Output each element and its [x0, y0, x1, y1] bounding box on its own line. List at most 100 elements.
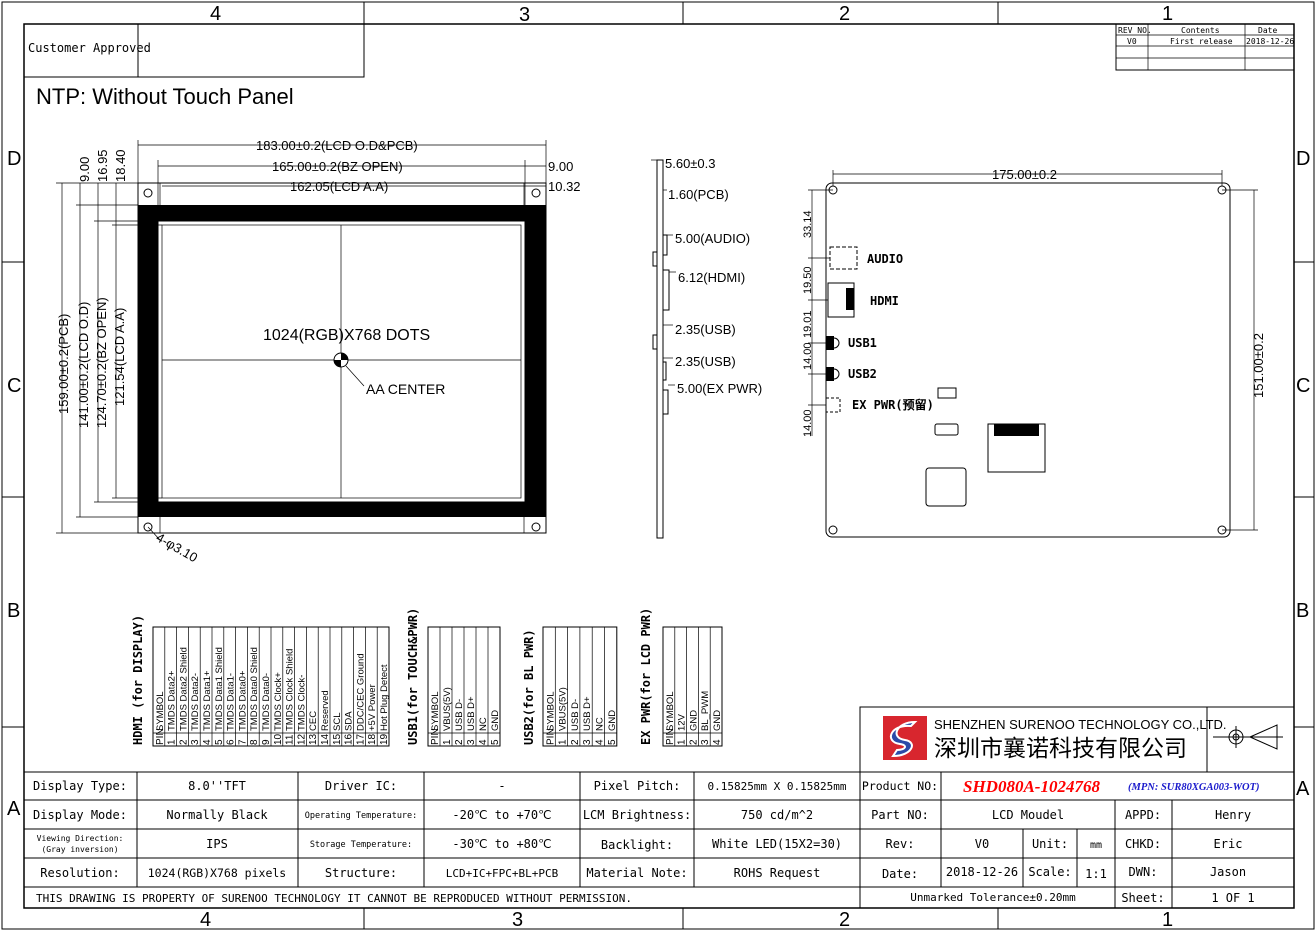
pin-number: 11: [285, 734, 296, 745]
front-view: 1024(RGB)X768 DOTS AA CENTER 183.00±0.2(…: [56, 138, 581, 565]
gray-inversion-label: (Gray inversion): [41, 845, 118, 854]
brightness-label: LCM Brightness:: [583, 808, 691, 822]
rev-label: Rev:: [886, 837, 915, 851]
pin-number: 13: [308, 733, 319, 745]
pin-symbol: VBUS(5V): [558, 687, 569, 731]
pin-number: 12: [296, 733, 307, 745]
pin-number: 15: [332, 733, 343, 745]
pin-symbol: GND: [607, 710, 618, 731]
pin-symbol: TMDS Clock-: [296, 675, 307, 731]
pin-symbol: Reserved: [320, 690, 331, 731]
pin-symbol: USB D-: [454, 699, 465, 731]
pin-symbol: SYMBOL: [545, 691, 556, 731]
zone-row: D: [1296, 148, 1310, 170]
pin-symbol: TMDS Data1 Shield: [214, 647, 225, 731]
rev-header: REV NO.: [1118, 26, 1152, 35]
pin-symbol: TMDS Clock Shield: [285, 649, 296, 731]
company-logo: [883, 716, 927, 760]
pin-symbol: Hot Plug Detect: [379, 664, 390, 731]
appd-value: Henry: [1215, 808, 1251, 822]
product-no-label: Product NO:: [862, 779, 938, 793]
side-view: 5.60±0.3 1.60(PCB) 5.00(AUDIO) 6.12(HDMI…: [651, 156, 762, 539]
back-dim-v4: 14.00: [802, 342, 814, 370]
zone-labels: 4 3 2 1 4 3 2 1 D C B A D C B A: [7, 3, 1310, 931]
driver-ic-value: -: [498, 779, 505, 793]
sheet-value: 1 OF 1: [1211, 891, 1254, 905]
pin-number: 6: [226, 739, 237, 745]
usb2-connector-label: USB2: [848, 367, 877, 381]
dim-top-1: 9.00: [77, 157, 92, 182]
rev-header: Date: [1258, 26, 1277, 35]
pin-symbol: 12V: [677, 713, 688, 731]
pin-symbol: TMDS Data2-: [190, 673, 201, 731]
zone-row: C: [1296, 375, 1310, 397]
pin-number: 5: [490, 739, 501, 745]
pin-number: 4: [202, 739, 213, 745]
operating-temp-value: -20℃ to +70℃: [452, 808, 551, 822]
structure-value: LCD+IC+FPC+BL+PCB: [446, 867, 559, 880]
pin-symbol: TMDS Data1-: [226, 673, 237, 731]
dim-height-active-area: 121.54(LCD A.A): [112, 308, 127, 406]
back-dim-width: 175.00±0.2: [992, 167, 1057, 182]
pin-number: PIN: [665, 728, 676, 745]
tolerance-note: Unmarked Tolerance±0.20mm: [910, 891, 1076, 904]
dim-right-2: 10.32: [548, 179, 581, 194]
rev-header: Contents: [1181, 26, 1220, 35]
zone-row: A: [1296, 778, 1310, 800]
product-no-value: SHD080A-1024768: [963, 777, 1100, 796]
pin-number: 10: [273, 733, 284, 745]
pin-symbol: GND: [688, 710, 699, 731]
display-type-label: Display Type:: [33, 779, 127, 793]
back-dim-height: 151.00±0.2: [1251, 333, 1266, 398]
dwn-value: Jason: [1210, 865, 1246, 879]
pin-number: 2: [570, 739, 581, 745]
scale-label: Scale:: [1028, 865, 1071, 879]
dim-top-2: 16.95: [95, 149, 110, 182]
display-mode-value: Normally Black: [166, 808, 268, 822]
expwr-connector-label: EX PWR(预留): [852, 397, 934, 412]
dim-width-pcb: 183.00±0.2(LCD O.D&PCB): [256, 138, 418, 153]
back-view: 175.00±0.2 151.00±0.2 33.14 19.50 19.01 …: [802, 167, 1266, 538]
pin-table-title: USB1(for TOUCH&PWR): [406, 608, 420, 745]
pin-number: 19: [379, 733, 390, 745]
pin-number: 14: [320, 733, 331, 745]
dwn-label: DWN:: [1129, 865, 1158, 879]
zone-row: B: [7, 600, 20, 622]
pin-table-title: HDMI (for DISPLAY): [131, 615, 145, 745]
pin-number: 1: [677, 739, 688, 745]
pin-number: 3: [700, 739, 711, 745]
pin-symbol: TMDS Clock+: [273, 672, 284, 731]
pin-table-title: EX PWR(for LCD PWR): [639, 608, 653, 745]
side-dim-usb1: 2.35(USB): [675, 322, 736, 337]
pin-symbol: NC: [478, 717, 489, 731]
date-value: 2018-12-26: [946, 865, 1018, 879]
zone-col: 4: [200, 909, 211, 931]
pin-number: PIN: [430, 728, 441, 745]
back-dim-v3: 19.01: [802, 310, 814, 338]
mounting-holes-label: 4-φ3.10: [154, 530, 201, 566]
zone-row: A: [7, 798, 21, 820]
pin-number: 2: [178, 739, 189, 745]
pin-table-frame: [662, 626, 723, 747]
viewing-direction-value: IPS: [206, 837, 228, 851]
pin-number: 4: [712, 739, 723, 745]
scale-value: 1:1: [1085, 867, 1107, 881]
pin-symbol: GND: [712, 710, 723, 731]
pin-number: 5: [214, 739, 225, 745]
dim-right-1: 9.00: [548, 159, 573, 174]
pin-symbol: TMDS Data0+: [237, 670, 248, 731]
company-block: SHENZHEN SURENOO TECHNOLOGY CO.,LTD. 深圳市…: [859, 706, 1295, 773]
sheet-label: Sheet:: [1121, 891, 1164, 905]
side-dim-expwr: 5.00(EX PWR): [677, 381, 762, 396]
pin-number: 1: [167, 739, 178, 745]
structure-label: Structure:: [325, 866, 397, 880]
pin-symbol: USB D+: [466, 696, 477, 731]
pin-number: 2: [688, 739, 699, 745]
company-name-en: SHENZHEN SURENOO TECHNOLOGY CO.,LTD.: [934, 717, 1227, 732]
pin-symbol: USB D-: [570, 699, 581, 731]
side-dim-pcb: 1.60(PCB): [668, 187, 729, 202]
pixel-pitch-label: Pixel Pitch:: [594, 779, 681, 793]
